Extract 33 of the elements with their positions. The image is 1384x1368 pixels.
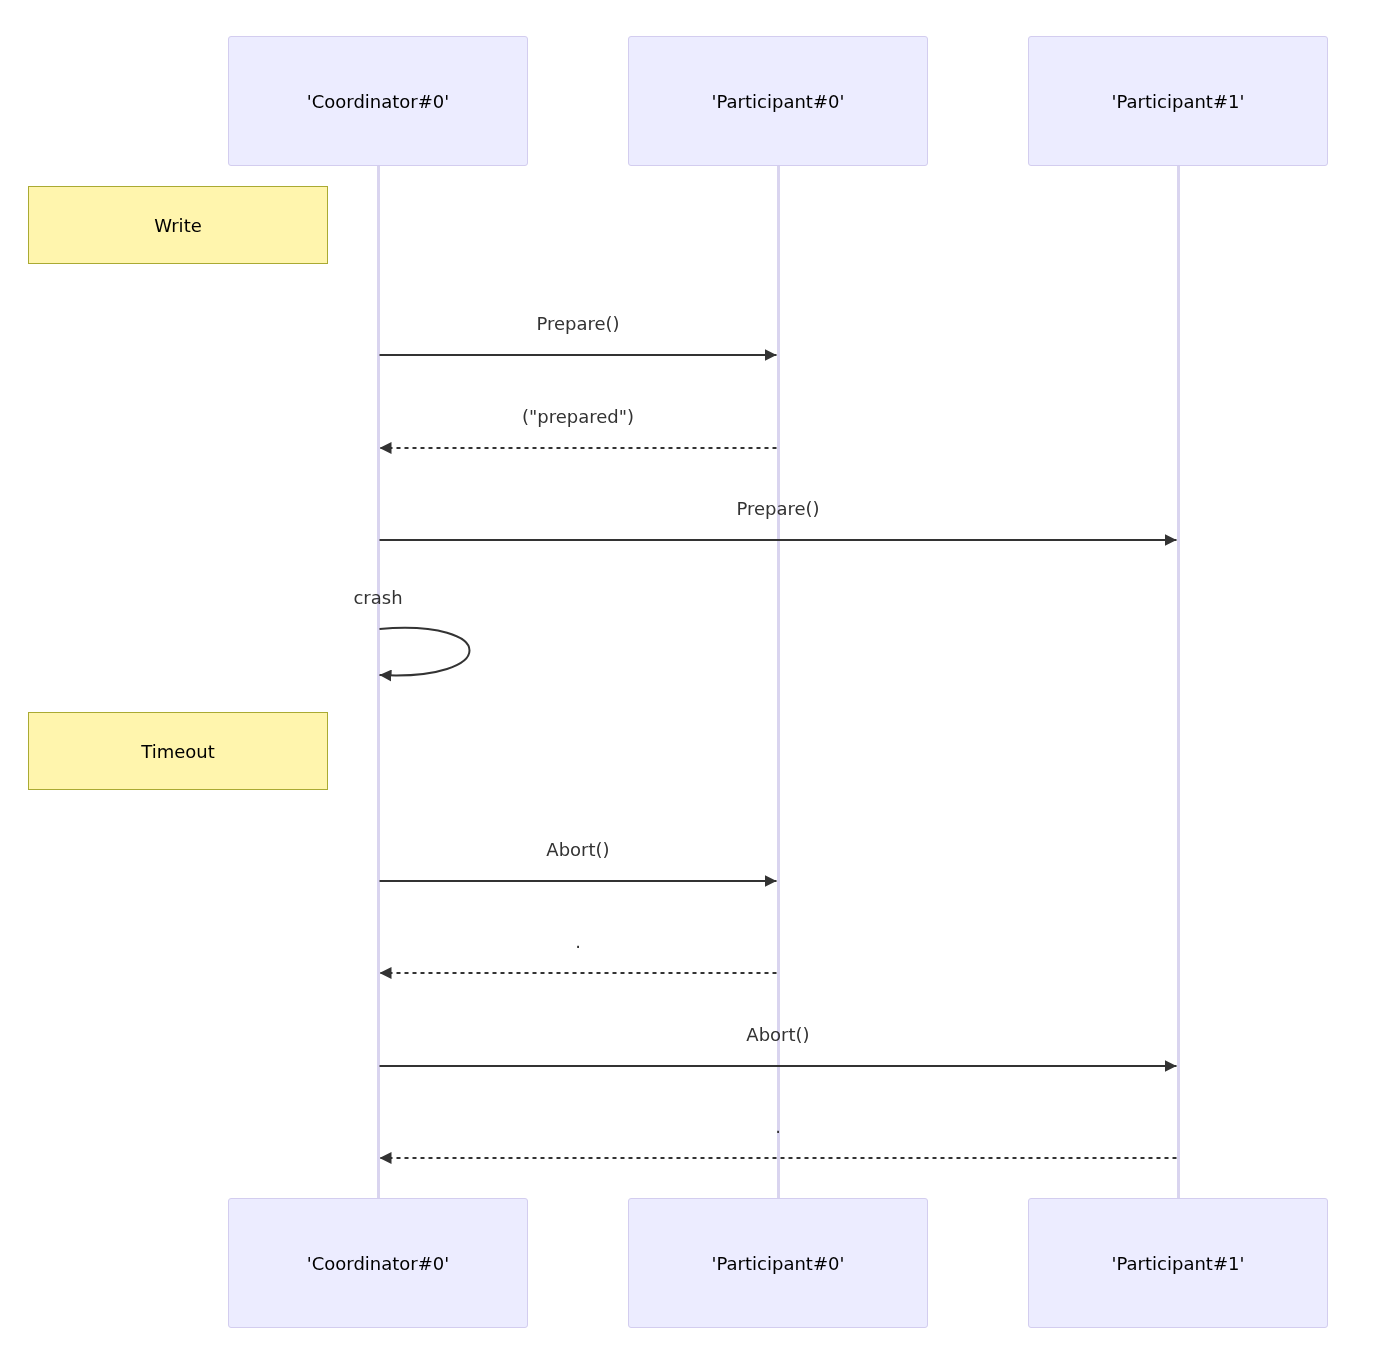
message-arrow [378,875,778,887]
note-text: Timeout [141,740,215,762]
note-box [28,712,328,790]
edge-label: crash [352,587,404,609]
note-text: Write [154,214,202,236]
participant-box [228,1198,528,1328]
participant-box [628,36,928,166]
message-arrow [378,967,778,979]
message-arrow [378,442,778,454]
participant-name: 'Participant#1' [1111,1252,1245,1274]
self-message-arrow [378,626,471,682]
participant-name: 'Participant#0' [711,1252,845,1274]
participant-name: 'Coordinator#0' [306,1252,450,1274]
message-arrow [378,1152,1178,1164]
edge-label: . [774,1116,782,1138]
edge-label: Abort() [545,839,611,861]
edge-label: . [574,931,582,953]
edge-label: Prepare() [735,498,821,520]
participant-name: 'Participant#1' [1111,90,1245,112]
edge-label: ("prepared") [520,406,636,428]
participant-box [628,1198,928,1328]
edge-label: Abort() [745,1024,811,1046]
message-arrow [378,534,1178,546]
participant-name: 'Coordinator#0' [306,90,450,112]
participant-box [1028,1198,1328,1328]
participant-box [1028,36,1328,166]
message-arrow [378,1060,1178,1072]
note-box [28,186,328,264]
edge-label: Prepare() [535,313,621,335]
lifeline [1176,166,1180,1198]
participant-name: 'Participant#0' [711,90,845,112]
participant-box [228,36,528,166]
message-arrow [378,349,778,361]
